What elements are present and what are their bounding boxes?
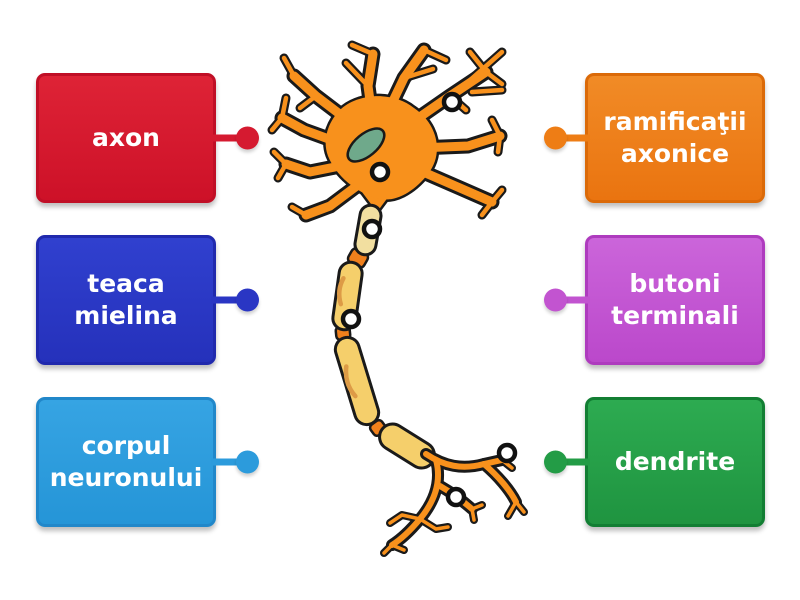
answer-marker[interactable]	[369, 161, 391, 183]
label-card-dendrite[interactable]: dendrite	[544, 397, 765, 527]
label-text: dendrite	[614, 447, 736, 476]
answer-marker[interactable]	[496, 442, 518, 464]
label-text: terminali	[611, 301, 739, 330]
connector-dot[interactable]	[544, 450, 567, 474]
label-text: teaca	[87, 269, 165, 298]
connector-stub	[555, 134, 590, 142]
answer-markers	[340, 91, 518, 508]
label-card-teaca-mielina[interactable]: teaca mielina	[36, 235, 259, 365]
label-card-ramificatii-axonice[interactable]: ramificaţii axonice	[544, 73, 765, 203]
connector-dot[interactable]	[236, 126, 259, 150]
label-text: butoni	[629, 269, 721, 298]
label-text: mielina	[74, 301, 178, 330]
connector-dot[interactable]	[236, 450, 259, 474]
answer-marker[interactable]	[441, 91, 463, 113]
label-card-butoni-terminali[interactable]: butoni terminali	[544, 235, 765, 365]
connector-stub	[211, 134, 248, 142]
myelin-sheath	[331, 203, 436, 470]
label-text: axon	[92, 123, 160, 152]
connector-dot[interactable]	[544, 288, 567, 312]
answer-marker[interactable]	[445, 486, 467, 508]
label-card-axon[interactable]: axon	[36, 73, 259, 203]
answer-marker[interactable]	[361, 218, 383, 240]
label-text: corpul	[81, 431, 171, 460]
connector-stub	[555, 458, 590, 466]
label-text: ramificaţii	[603, 107, 747, 136]
connector-stub	[211, 296, 248, 304]
label-text: neuronului	[49, 463, 203, 492]
connector-stub	[211, 458, 248, 466]
nucleus	[346, 127, 386, 163]
label-text: axonice	[620, 139, 730, 168]
connector-dot[interactable]	[236, 288, 259, 312]
connector-dot[interactable]	[544, 126, 567, 150]
answer-marker[interactable]	[340, 308, 362, 330]
connector-stub	[555, 296, 590, 304]
label-card-corpul-neuronului[interactable]: corpul neuronului	[36, 397, 259, 527]
